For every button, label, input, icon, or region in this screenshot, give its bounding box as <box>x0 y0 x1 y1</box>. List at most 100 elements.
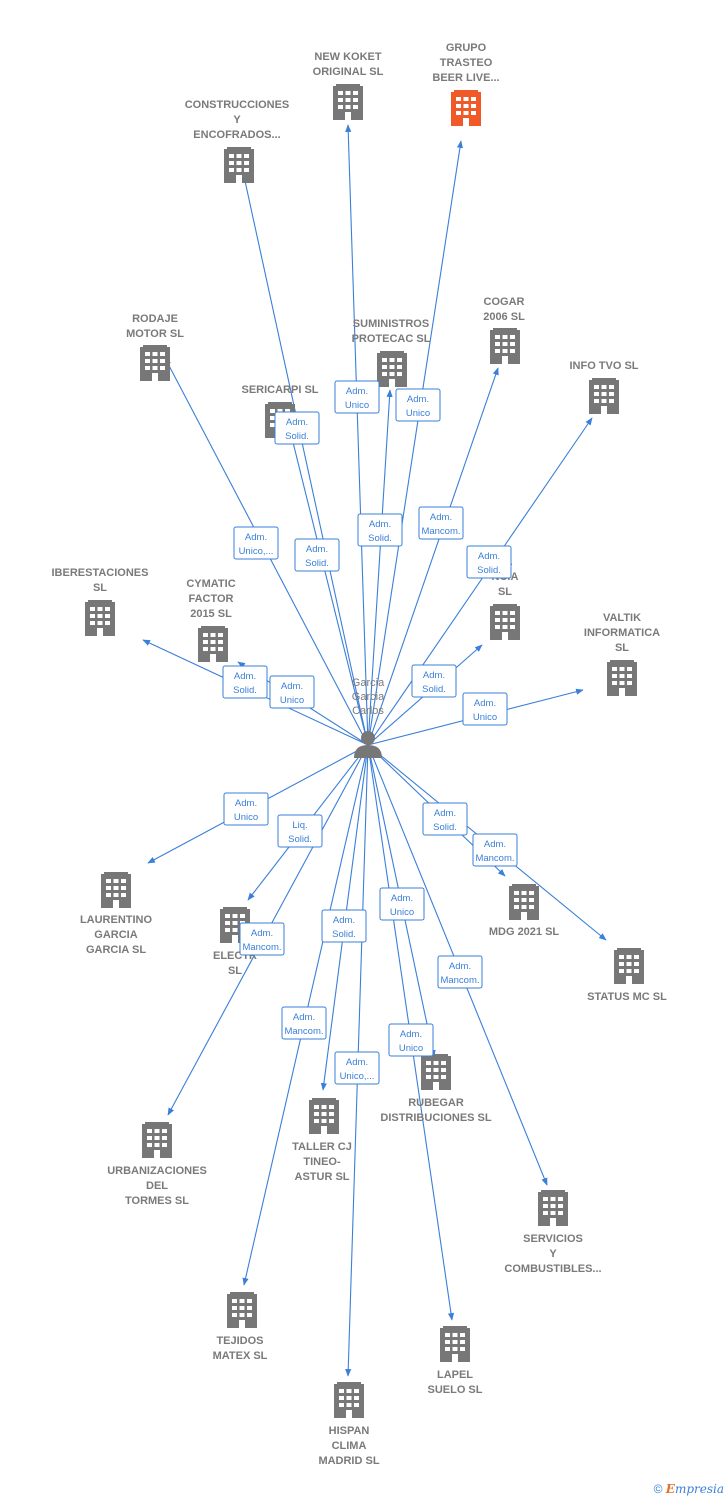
role-text-line: Unico <box>473 712 497 723</box>
copyright-symbol: © <box>653 1482 663 1496</box>
role-text-line: Adm. <box>478 551 500 562</box>
building-icon <box>198 626 228 662</box>
role-badge-construcciones[interactable]: Adm. Solid. <box>294 538 340 572</box>
role-text-line: Adm. <box>346 1057 368 1068</box>
edge-info-tvo <box>367 417 593 746</box>
role-text-line: Adm. <box>449 961 471 972</box>
company-node-construcciones[interactable]: CONSTRUCCIONESYENCOFRADOS... <box>185 99 290 183</box>
role-badge-box <box>422 802 468 836</box>
company-label-line: GRUPO <box>446 42 487 54</box>
company-node-sericarpi[interactable]: SERICARPI SL <box>241 384 319 438</box>
role-badge-valtik[interactable]: Adm.Unico <box>462 692 508 726</box>
company-node-info-tvo[interactable]: INFO TVO SL <box>569 360 639 414</box>
role-badge-info-tvo[interactable]: Adm.Solid. <box>466 545 512 579</box>
role-badge-lapel[interactable]: Adm.Unico <box>388 1023 434 1057</box>
role-text-line: Adm. <box>235 798 257 809</box>
role-badge-grupo-trasteo[interactable]: Adm.Unico <box>395 388 441 422</box>
brand-rest: mpresia <box>674 1482 724 1496</box>
role-text-line: Adm. <box>306 544 328 555</box>
role-text-line: Adm. <box>430 512 452 523</box>
company-label-line: SL <box>615 642 629 654</box>
role-badge-box <box>472 833 518 867</box>
role-badge-rodaje[interactable]: Adm.Unico,... <box>233 526 279 560</box>
role-badge-laurentino[interactable]: Adm. Unico <box>223 792 269 826</box>
role-badge-tejidos[interactable]: Adm.Mancom. <box>281 1006 327 1040</box>
company-label-line: INFORMATICA <box>584 627 660 639</box>
company-label-line: NEW KOKET <box>314 51 382 63</box>
role-badge-box <box>233 526 279 560</box>
company-label-line: HISPAN <box>329 1425 370 1437</box>
role-text-line: Solid. <box>305 558 329 569</box>
role-text-line: Adm. <box>423 670 445 681</box>
role-badge-new-koket[interactable]: Adm.Unico <box>334 380 380 414</box>
company-node-valtik[interactable]: VALTIK INFORMATICA SL <box>584 612 660 696</box>
brand-initial: E <box>665 1482 675 1496</box>
company-label-line: CONSTRUCCIONES <box>185 99 290 111</box>
company-node-servicios[interactable]: SERVICIOSYCOMBUSTIBLES... <box>504 1190 602 1275</box>
role-badge-box <box>269 675 315 709</box>
footer-brand[interactable]: © Empresia <box>654 1482 724 1496</box>
company-label-line: URBANIZACIONES <box>107 1165 207 1177</box>
role-badge-box <box>418 506 464 540</box>
company-label-line: RUBEGAR <box>408 1097 464 1109</box>
role-badge-box <box>357 513 403 547</box>
role-text-line: Adm. <box>369 519 391 530</box>
role-text-line: Mancom. <box>242 942 281 953</box>
role-badge-cogar[interactable]: Adm.Mancom. <box>418 506 464 540</box>
company-node-rubegar[interactable]: RUBEGAR DISTRIBUCIONES SL <box>380 1054 492 1124</box>
role-badge-hispan[interactable]: Adm.Unico,... <box>334 1051 380 1085</box>
company-node-status-mc[interactable]: STATUS MC SL <box>587 948 667 1003</box>
role-badge-suministros[interactable]: Adm.Solid. <box>357 513 403 547</box>
role-badge-mdg[interactable]: Adm.Solid. <box>422 802 468 836</box>
company-label-line: MADRID SL <box>318 1455 379 1467</box>
role-badge-servicios[interactable]: Adm.Mancom. <box>437 955 483 989</box>
role-badge-cymatic[interactable]: Adm.Unico <box>269 675 315 709</box>
company-label-line: DISTRIBUCIONES SL <box>380 1112 492 1124</box>
role-badge-electro[interactable]: Liq.Solid. <box>277 814 323 848</box>
person-label-line: Garcia <box>352 677 385 689</box>
company-node-mdg[interactable]: MDG 2021 SL <box>489 884 560 938</box>
company-label-line: VALTIK <box>603 612 641 624</box>
role-text-line: Unico <box>234 812 258 823</box>
role-badge-iberestaciones[interactable]: Adm.Solid. <box>222 665 268 699</box>
role-text-line: Adm. <box>434 808 456 819</box>
building-icon <box>490 328 520 364</box>
building-icon <box>309 1098 339 1134</box>
company-label-line: MDG 2021 SL <box>489 926 560 938</box>
role-badge-taller[interactable]: Adm.Solid. <box>321 909 367 943</box>
building-icon <box>490 604 520 640</box>
role-badge-box <box>277 814 323 848</box>
role-badge-sericarpi[interactable]: Adm.Solid. <box>274 411 320 445</box>
role-text-line: Unico <box>390 907 414 918</box>
role-badge-urbanizaciones[interactable]: Adm.Mancom. <box>239 922 285 956</box>
building-icon <box>440 1326 470 1362</box>
role-badge-xxal[interactable]: Adm.Solid. <box>411 664 457 698</box>
role-text-line: Adm. <box>286 417 308 428</box>
person-node[interactable]: Garcia Garcia Carlos <box>352 677 385 758</box>
company-label-line: COMBUSTIBLES... <box>504 1263 601 1275</box>
role-badge-box <box>321 909 367 943</box>
role-badge-box <box>437 955 483 989</box>
company-label-line: TEJIDOS <box>216 1335 263 1347</box>
building-icon <box>224 147 254 183</box>
company-label-line: DEL <box>146 1180 168 1192</box>
building-icon <box>227 1292 257 1328</box>
company-label-line: 2015 SL <box>190 608 232 620</box>
building-icon <box>589 378 619 414</box>
role-badge-status-mc[interactable]: Adm.Mancom. <box>472 833 518 867</box>
role-badge-rubegar[interactable]: Adm.Unico <box>379 887 425 921</box>
brand-logo: Empresia <box>666 1482 724 1496</box>
